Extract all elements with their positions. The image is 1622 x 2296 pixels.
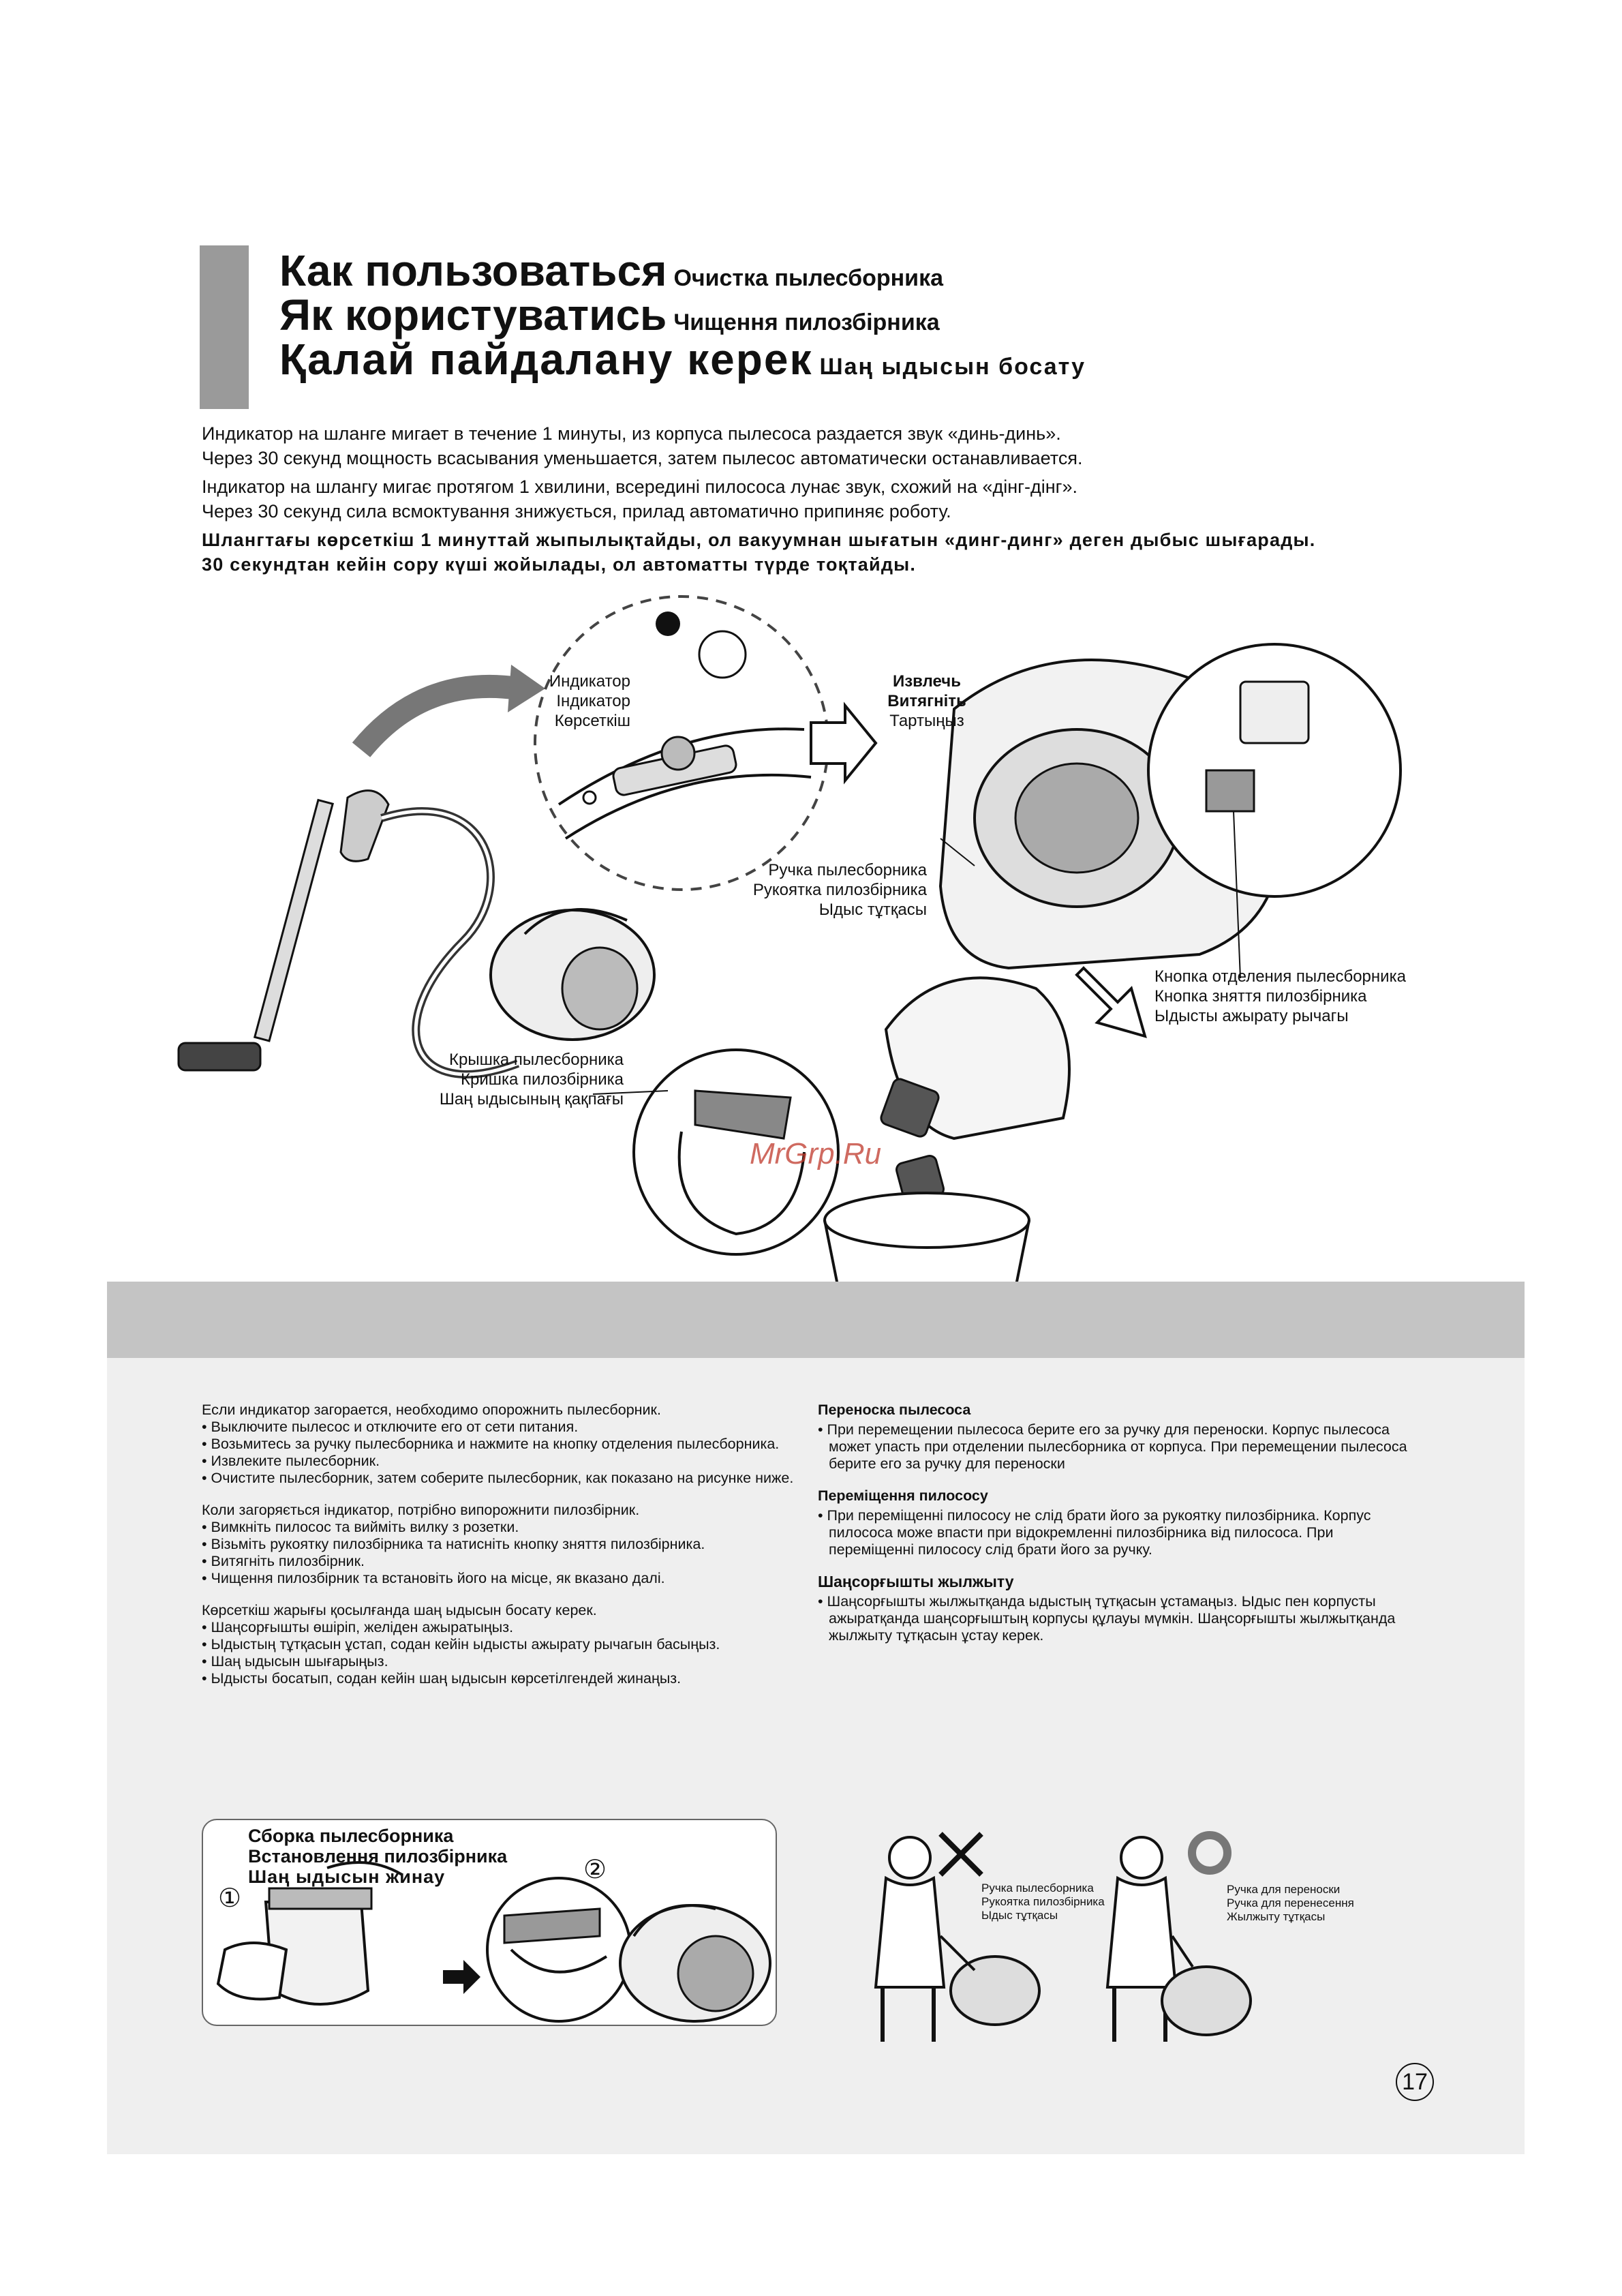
list-item: Возьмитесь за ручку пылесборника и нажми… xyxy=(202,1436,815,1453)
carry-uk-text: При переміщенні пилососу не слід брати й… xyxy=(818,1507,1418,1558)
carry-uk-title: Переміщення пилососу xyxy=(818,1487,988,1504)
list-item: Очистите пылесборник, затем соберите пыл… xyxy=(202,1470,815,1487)
carry-right-label-kz: Жылжыту тұтқасы xyxy=(1227,1910,1326,1923)
title-main-kz: Қалай пайдалану керек xyxy=(279,335,813,384)
indicator-label-ru: Индикатор xyxy=(549,672,630,691)
watermark: MrGrp.Ru xyxy=(750,1137,882,1170)
extract-label: Извлечь Витягніть Тартыңыз xyxy=(879,671,975,731)
list-item: Чищення пилозбірник та встановіть його н… xyxy=(202,1570,815,1587)
carry-column: Переноска пылесоса При перемещении пылес… xyxy=(818,1402,1418,1659)
carry-kz: Шаңсорғышты жылжыту Шаңсорғышты жылжытқа… xyxy=(818,1573,1418,1644)
release-button-label-kz: Ыдысты ажырату рычагы xyxy=(1154,1007,1349,1025)
intro-ru-1: Индикатор на шланге мигает в течение 1 м… xyxy=(202,423,1061,444)
extract-label-uk: Витягніть xyxy=(887,692,966,710)
handle-label: Ручка пылесборника Рукоятка пилозбірника… xyxy=(722,860,927,920)
handle-label-kz: Ыдыс тұтқасы xyxy=(818,901,927,919)
instructions-uk: Коли загоряється індикатор, потрібно вип… xyxy=(202,1502,815,1587)
assembly-step-1: ① xyxy=(218,1884,242,1913)
intro-uk-1: Індикатор на шлангу мигає протягом 1 хви… xyxy=(202,477,1078,497)
assembly-title-kz: Шаң ыдысын жинау xyxy=(248,1867,446,1887)
cover-label: Крышка пылесборника Кришка пилозбірника … xyxy=(382,1050,624,1109)
list-item: Візьміть рукоятку пилозбірника та натисн… xyxy=(202,1536,815,1553)
intro-text: Индикатор на шланге мигает в течение 1 м… xyxy=(202,423,1360,578)
handle-label-ru: Ручка пылесборника xyxy=(768,861,927,879)
title-main-uk: Як користуватись xyxy=(279,290,667,339)
indicator-label-uk: Індикатор xyxy=(556,692,630,710)
intro-uk-2: Через 30 секунд сила всмоктування знижує… xyxy=(202,501,951,522)
carry-kz-text: Шаңсорғышты жылжытқанда ыдыстың тұтқасын… xyxy=(818,1593,1418,1644)
cover-label-kz: Шаң ыдысының қақпағы xyxy=(439,1090,624,1108)
list-item: Шаңсорғышты өшіріп, желіден ажыратыңыз. xyxy=(202,1619,815,1636)
instructions-uk-lead: Коли загоряється індикатор, потрібно вип… xyxy=(202,1502,640,1518)
instructions-ru: Если индикатор загорается, необходимо оп… xyxy=(202,1402,815,1487)
carry-uk: Переміщення пилососу При переміщенні пил… xyxy=(818,1487,1418,1558)
intro-kz-1: Шлангтағы көрсеткіш 1 минуттай жыпылықта… xyxy=(202,530,1316,550)
release-button-label-uk: Кнопка зняття пилозбірника xyxy=(1154,987,1367,1006)
cover-label-uk: Кришка пилозбірника xyxy=(461,1070,624,1089)
title-main-ru: Как пользоваться xyxy=(279,246,667,295)
assembly-title-ru: Сборка пылесборника xyxy=(248,1826,454,1846)
list-item: Выключите пылесос и отключите его от сет… xyxy=(202,1419,815,1436)
extract-label-ru: Извлечь xyxy=(893,672,961,691)
cover-label-ru: Крышка пылесборника xyxy=(449,1051,624,1069)
intro-ru-2: Через 30 секунд мощность всасывания умен… xyxy=(202,448,1083,468)
title-accent-bar xyxy=(200,245,249,409)
carry-ru-title: Переноска пылесоса xyxy=(818,1402,971,1418)
carry-wrong-label-uk: Рукоятка пилозбірника xyxy=(981,1895,1105,1908)
release-button-label: Кнопка отделения пылесборника Кнопка зня… xyxy=(1154,967,1406,1026)
list-item: Ыдыстың тұтқасын ұстап, содан кейін ыдыс… xyxy=(202,1636,815,1653)
instructions-ru-lead: Если индикатор загорается, необходимо оп… xyxy=(202,1402,661,1418)
handle-label-uk: Рукоятка пилозбірника xyxy=(752,881,927,899)
release-button-label-ru: Кнопка отделения пылесборника xyxy=(1154,967,1406,986)
list-item: Витягніть пилозбірник. xyxy=(202,1553,815,1570)
carry-wrong-label-kz: Ыдыс тұтқасы xyxy=(981,1909,1058,1922)
title-sub-kz: Шаң ыдысын босату xyxy=(819,354,1086,380)
carry-right-label-ru: Ручка для переноски xyxy=(1227,1883,1341,1896)
assembly-title: Сборка пылесборника Встановлення пилозбі… xyxy=(248,1826,507,1887)
vacuum-illustration xyxy=(177,595,1402,1289)
instructions-kz: Көрсеткіш жарығы қосылғанда шаң ыдысын б… xyxy=(202,1602,815,1687)
carry-wrong-label: Ручка пылесборника Рукоятка пилозбірника… xyxy=(981,1882,1105,1922)
list-item: Шаң ыдысын шығарыңыз. xyxy=(202,1653,815,1670)
indicator-label-kz: Көрсеткіш xyxy=(554,712,630,730)
carry-ru-text: При перемещении пылесоса берите его за р… xyxy=(818,1421,1418,1472)
indicator-label: Индикатор Індикатор Көрсеткіш xyxy=(535,671,630,731)
extract-label-kz: Тартыңыз xyxy=(889,712,964,730)
carry-right-label: Ручка для переноски Ручка для перенесенн… xyxy=(1227,1883,1354,1924)
instructions-column: Если индикатор загорается, необходимо оп… xyxy=(202,1402,815,1702)
panel-header-band xyxy=(107,1282,1525,1358)
page-number: 17 xyxy=(1396,2063,1434,2101)
list-item: Ыдысты босатып, содан кейін шаң ыдысын к… xyxy=(202,1670,815,1687)
carry-kz-title: Шаңсорғышты жылжыту xyxy=(818,1573,1014,1590)
list-item: Извлеките пылесборник. xyxy=(202,1453,815,1470)
carry-ru: Переноска пылесоса При перемещении пылес… xyxy=(818,1402,1418,1472)
carry-wrong-label-ru: Ручка пылесборника xyxy=(981,1882,1094,1894)
title-sub-ru: Очистка пылесборника xyxy=(673,265,944,291)
instructions-kz-lead: Көрсеткіш жарығы қосылғанда шаң ыдысын б… xyxy=(202,1602,597,1618)
carry-right-label-uk: Ручка для перенесення xyxy=(1227,1897,1354,1909)
list-item: Вимкніть пилосос та вийміть вилку з розе… xyxy=(202,1519,815,1536)
intro-kz-2: 30 секундтан кейін сору күші жойылады, о… xyxy=(202,554,917,575)
title-sub-uk: Чищення пилозбірника xyxy=(673,309,940,335)
assembly-title-uk: Встановлення пилозбірника xyxy=(248,1846,508,1867)
assembly-step-2: ② xyxy=(583,1856,607,1884)
